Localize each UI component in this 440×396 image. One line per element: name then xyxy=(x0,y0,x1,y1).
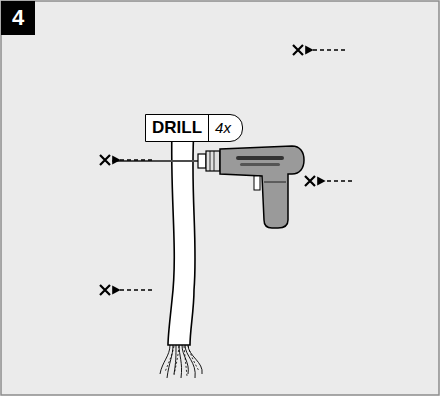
step-number: 4 xyxy=(12,5,24,31)
quantity: 4x xyxy=(208,115,240,141)
action-word: DRILL xyxy=(146,115,208,141)
drill-point-markers xyxy=(100,45,352,295)
step-number-box: 4 xyxy=(1,1,35,35)
instruction-tag: DRILL4x xyxy=(145,114,243,142)
cable xyxy=(160,128,202,378)
power-drill xyxy=(112,146,304,228)
